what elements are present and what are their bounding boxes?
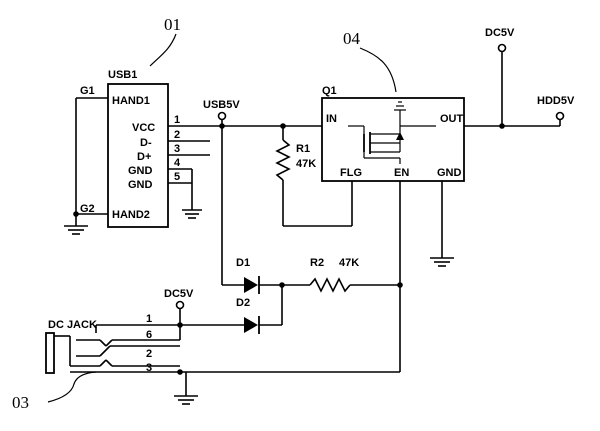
- net-label-hdd5v: HDD5V: [537, 95, 575, 107]
- dc-jack-pin-6: 6: [146, 329, 152, 341]
- r1-name: R1: [296, 143, 310, 155]
- r2-value: 47K: [339, 257, 359, 269]
- usb-pin-number-2: 2: [174, 129, 180, 141]
- dc5v-top-test-point: [497, 43, 507, 53]
- dc-jack-pin-3: 3: [146, 362, 152, 374]
- callout-04: 04: [343, 29, 361, 48]
- usb-pin-dminus: D-: [140, 137, 152, 149]
- usb-pin-number-5: 5: [174, 171, 180, 183]
- r2-resistor: [309, 277, 351, 293]
- shield-ground-symbol: [64, 225, 88, 235]
- usb-connector-name: USB1: [108, 69, 137, 81]
- usb-pin-vcc: VCC: [132, 122, 155, 134]
- dc-jack-pin-1: 1: [146, 313, 152, 325]
- callout-04-leader: [359, 47, 397, 93]
- regulator-pin-in: IN: [326, 113, 337, 125]
- regulator-pin-en: EN: [394, 167, 409, 179]
- regulator-ground-symbol: [430, 257, 454, 267]
- dc-jack-symbol: [45, 324, 180, 374]
- regulator-body: [321, 97, 465, 182]
- callout-03: 03: [12, 393, 29, 412]
- usb-pin-hand2: HAND2: [112, 209, 150, 221]
- dc-jack-pin-2: 2: [146, 348, 152, 360]
- diode-d1-label: D1: [236, 257, 250, 269]
- usb-ground-symbol: [182, 209, 202, 219]
- shield-pin-g1: G1: [80, 85, 95, 97]
- diode-d1-symbol: [244, 276, 260, 294]
- usb-pin-dplus: D+: [137, 151, 151, 163]
- mosfet-symbol: [348, 101, 436, 164]
- usb-pin-number-4: 4: [174, 157, 181, 169]
- usb-pin-number-1: 1: [174, 114, 180, 126]
- regulator-pin-gnd: GND: [437, 167, 462, 179]
- net-label-dc5v-top: DC5V: [485, 27, 515, 39]
- usb-pin-number-3: 3: [174, 143, 180, 155]
- r1-resistor: [275, 139, 291, 181]
- usb-pin-gnd-a: GND: [128, 165, 153, 177]
- callout-01-leader: [149, 33, 177, 67]
- shield-pin-g2: G2: [80, 203, 95, 215]
- dc-jack-ground-symbol: [174, 395, 198, 405]
- net-label-usb5v: USB5V: [203, 99, 240, 111]
- shield-junction-dot: [73, 211, 79, 217]
- diode-d2-label: D2: [236, 297, 250, 309]
- regulator-pin-flg: FLG: [340, 167, 362, 179]
- dc-jack-ground-junction: [177, 369, 183, 375]
- net-label-dc5v-jack: DC5V: [164, 288, 194, 300]
- r1-value: 47K: [296, 158, 316, 170]
- callout-03-leader: [47, 371, 97, 403]
- diode-d2-symbol: [244, 316, 260, 334]
- callout-01: 01: [164, 15, 181, 34]
- hdd5v-test-point: [555, 111, 565, 121]
- usb-pin-hand1: HAND1: [112, 95, 150, 107]
- dc-jack-name: DC JACK: [48, 319, 97, 331]
- r2-name: R2: [310, 257, 324, 269]
- dc5v-jack-test-point: [175, 300, 185, 310]
- regulator-pin-out: OUT: [440, 113, 464, 125]
- usb-pin-gnd-b: GND: [128, 179, 153, 191]
- regulator-name: Q1: [322, 85, 337, 97]
- usb5v-junction-left: [219, 123, 225, 129]
- usb5v-test-point: [217, 111, 227, 121]
